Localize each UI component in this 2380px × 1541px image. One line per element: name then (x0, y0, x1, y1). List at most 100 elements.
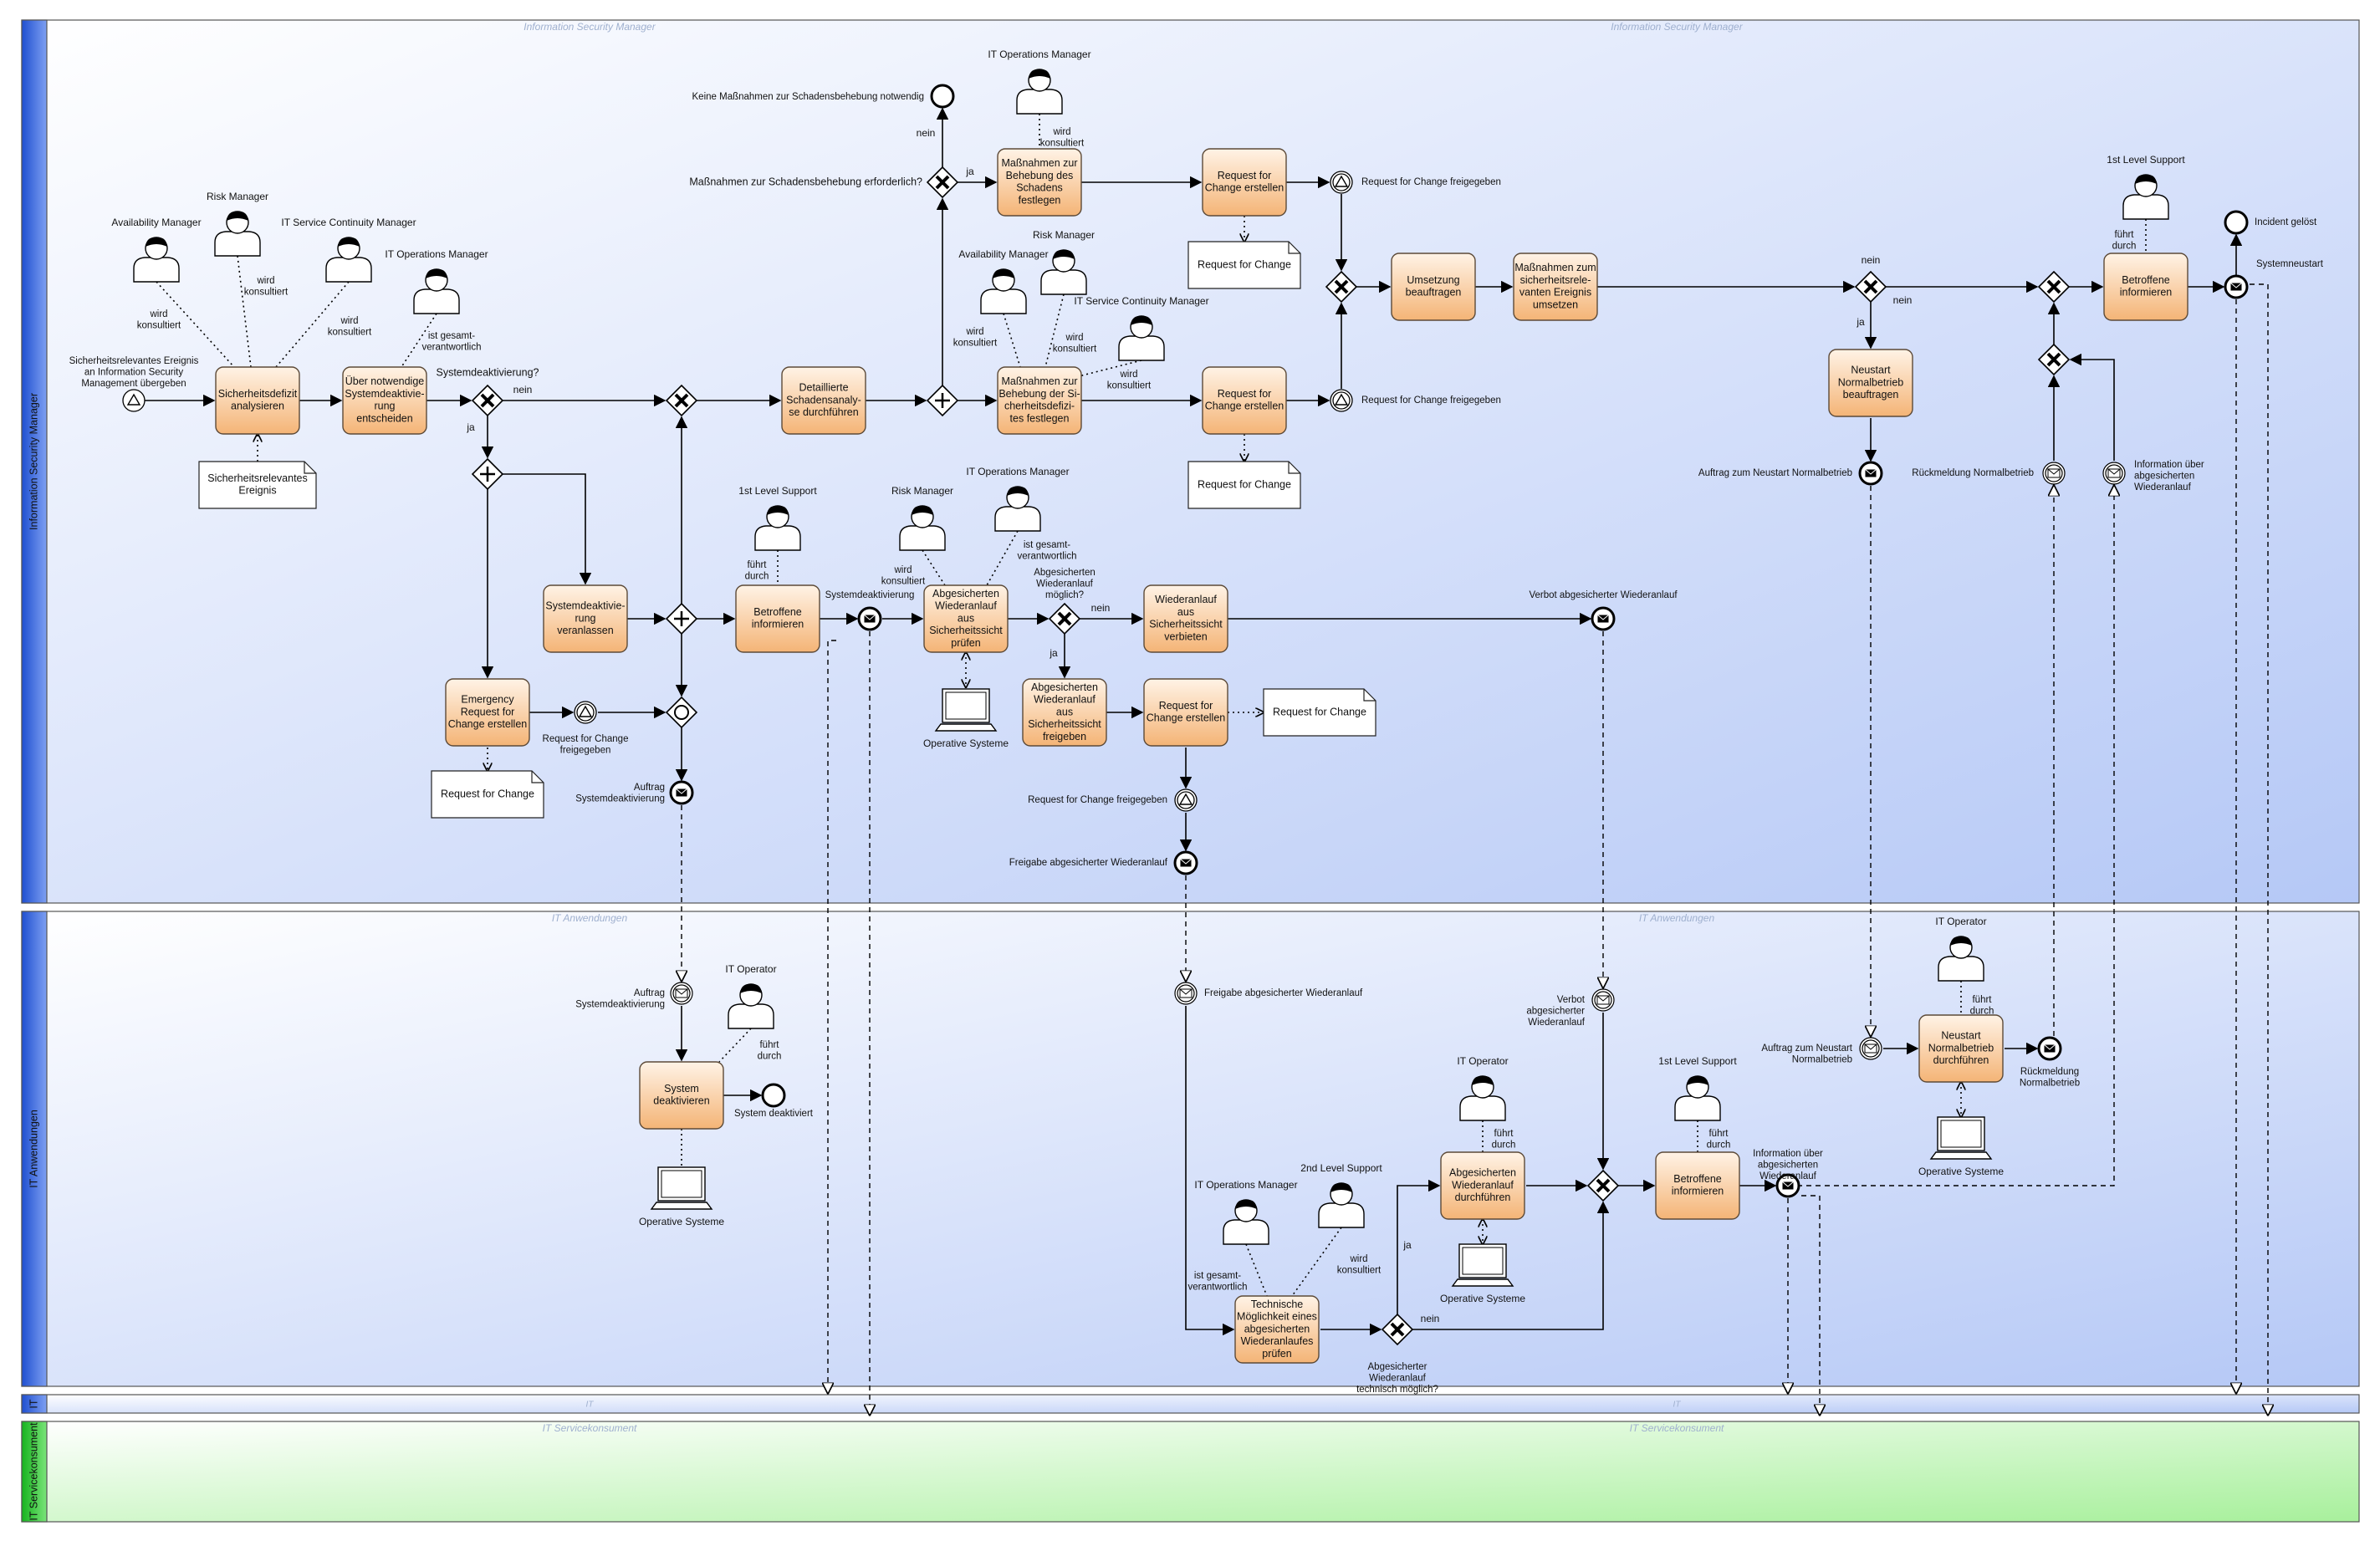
svg-text:Request for Change: Request for Change (441, 788, 534, 799)
svg-text:Request for Change: Request for Change (1198, 258, 1291, 270)
event-label: Request for Change freigegeben (543, 734, 629, 756)
svg-text:freigeben: freigeben (1043, 731, 1086, 742)
role-r18: 2nd Level Support (1300, 1162, 1382, 1228)
svg-text:wird: wird (1119, 370, 1137, 380)
role-name: IT Service Continuity Manager (1074, 295, 1208, 307)
svg-text:informieren: informieren (752, 619, 804, 630)
svg-text:Emergency: Emergency (461, 694, 514, 706)
svg-text:Request for Change: Request for Change (543, 734, 629, 744)
svg-text:IT Operations Manager: IT Operations Manager (966, 466, 1069, 477)
gateway-parallel-2 (471, 457, 504, 491)
association (1245, 1243, 1268, 1297)
system-name: Operative Systeme (923, 737, 1009, 749)
role-name: Risk Manager (891, 485, 953, 497)
system-s4: Operative Systeme (1918, 1116, 2004, 1177)
svg-text:verantwortlich: verantwortlich (1188, 1283, 1248, 1293)
svg-text:Information über: Information über (1753, 1149, 1823, 1159)
svg-text:ist gesamt-: ist gesamt- (428, 331, 475, 341)
svg-text:Schadensanaly-: Schadensanaly- (786, 394, 861, 406)
gateway-parallel-split (926, 384, 959, 417)
event-label: Systemneustart (2256, 259, 2324, 269)
gateway-merge (665, 384, 698, 417)
svg-text:nein: nein (917, 127, 936, 139)
svg-text:wird: wird (149, 309, 167, 319)
svg-text:konsultiert: konsultiert (953, 339, 998, 349)
task-t14[interactable]: AbgesichertenWiederanlaufausSicherheitss… (923, 584, 1009, 653)
svg-text:IT Operations Manager: IT Operations Manager (385, 248, 488, 260)
svg-text:Abgesicherten: Abgesicherten (1031, 681, 1098, 693)
svg-text:Sicherheitsrelevantes Ereignis: Sicherheitsrelevantes Ereignis (69, 356, 199, 366)
svg-text:Abgesicherten: Abgesicherten (932, 588, 999, 600)
assoc-label: ist gesamt-verantwortlich (1018, 540, 1077, 562)
svg-text:se durchführen: se durchführen (789, 406, 858, 418)
rfc-freigegeben-event (574, 701, 597, 724)
gateway-join-ita (1586, 1169, 1620, 1202)
flow-label: ja (965, 166, 974, 177)
message-flow (828, 640, 836, 1393)
svg-text:nein: nein (513, 384, 533, 395)
svg-text:konsultiert: konsultiert (1337, 1266, 1382, 1276)
flow-label: ja (466, 421, 475, 433)
svg-text:Operative Systeme: Operative Systeme (923, 737, 1009, 749)
svg-text:Betroffene: Betroffene (753, 606, 802, 618)
document-label: Request for Change (1198, 258, 1291, 270)
svg-text:konsultiert: konsultiert (1040, 139, 1085, 149)
svg-text:Incident gelöst: Incident gelöst (2255, 217, 2317, 227)
event-label: System deaktiviert (734, 1109, 814, 1119)
svg-text:Sicherheitssicht: Sicherheitssicht (929, 625, 1003, 636)
message-flow (1801, 1195, 1820, 1415)
role-name: IT Service Continuity Manager (281, 217, 416, 228)
gateway-neustart (1854, 270, 1887, 304)
event-label: Information überabgesichertenWiederanlau… (2134, 460, 2204, 492)
svg-text:Verbot abgesicherter Wiederanl: Verbot abgesicherter Wiederanlauf (1529, 590, 1678, 600)
sequence-flow (1397, 1179, 1441, 1314)
assoc-label: ist gesamt-verantwortlich (422, 331, 482, 353)
lane-label: IT Servicekonsument (28, 1422, 39, 1521)
task-t16[interactable]: AbgesichertenWiederanlaufausSicherheitss… (1022, 678, 1107, 747)
task-t2[interactable]: Über notwendigeSystemdeaktivie-rungentsc… (342, 366, 427, 435)
svg-text:Ereignis: Ereignis (238, 485, 276, 497)
lane-watermark: IT Servicekonsument (543, 1422, 637, 1434)
svg-text:freigegeben: freigegeben (560, 746, 611, 756)
role-name: Risk Manager (207, 191, 268, 202)
svg-text:Abgesicherten: Abgesicherten (1449, 1167, 1516, 1179)
role-r9: 1st Level Support (2107, 154, 2185, 220)
association (156, 281, 235, 368)
role-r8: IT Service Continuity Manager (1074, 295, 1209, 361)
svg-text:wird: wird (1349, 1254, 1367, 1264)
systemdeaktivierung-event (857, 606, 882, 631)
svg-text:Normalbetrieb: Normalbetrieb (1928, 1042, 1994, 1054)
svg-text:Abgesicherter: Abgesicherter (1368, 1362, 1427, 1372)
svg-text:Auftrag zum Neustart Normalbet: Auftrag zum Neustart Normalbetrieb (1698, 468, 1852, 478)
info-wiederanlauf-throw (1775, 1173, 1800, 1198)
assoc-label: ist gesamt-verantwortlich (1188, 1271, 1248, 1293)
role-name: Risk Manager (1033, 229, 1095, 241)
rueckmeldung-throw (2037, 1036, 2062, 1061)
